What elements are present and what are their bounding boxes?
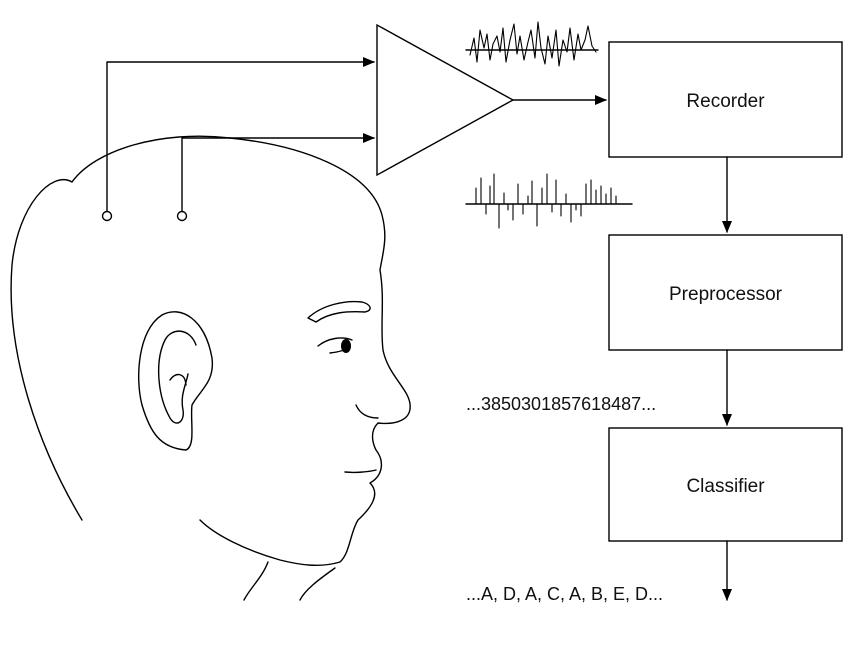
preprocessor-block: Preprocessor xyxy=(608,234,843,351)
ear-lobe-detail xyxy=(169,373,187,386)
wire-electrode-1 xyxy=(106,57,375,212)
nostril xyxy=(355,404,379,419)
eyebrow xyxy=(307,300,371,323)
ear-inner xyxy=(157,330,197,424)
preprocessor-label: Preprocessor xyxy=(669,284,783,305)
electrode-2 xyxy=(176,210,188,222)
electrode-wiring xyxy=(101,57,375,222)
raw-signal-trace xyxy=(465,21,599,67)
amplifier-triangle xyxy=(376,23,515,177)
ear-outer xyxy=(138,311,214,451)
head-profile-drawing xyxy=(10,135,411,601)
wire-electrode-2 xyxy=(181,133,375,212)
letter-sequence: ...A, D, A, C, A, B, E, D... xyxy=(466,584,663,604)
recorder-label: Recorder xyxy=(686,91,765,112)
spike-signal-trace xyxy=(465,173,633,229)
electrode-1 xyxy=(101,210,113,222)
mouth-line xyxy=(344,469,377,474)
eye-lid xyxy=(317,337,353,347)
head-outline xyxy=(10,135,411,567)
neck-front-line xyxy=(299,567,336,601)
classifier-label: Classifier xyxy=(686,476,765,497)
numeric-sequence: ...3850301857618487... xyxy=(466,394,656,414)
recorder-block: Recorder xyxy=(608,41,843,158)
eye-pupil xyxy=(341,339,351,353)
neck-line xyxy=(243,561,269,601)
classifier-block: Classifier xyxy=(608,427,843,542)
